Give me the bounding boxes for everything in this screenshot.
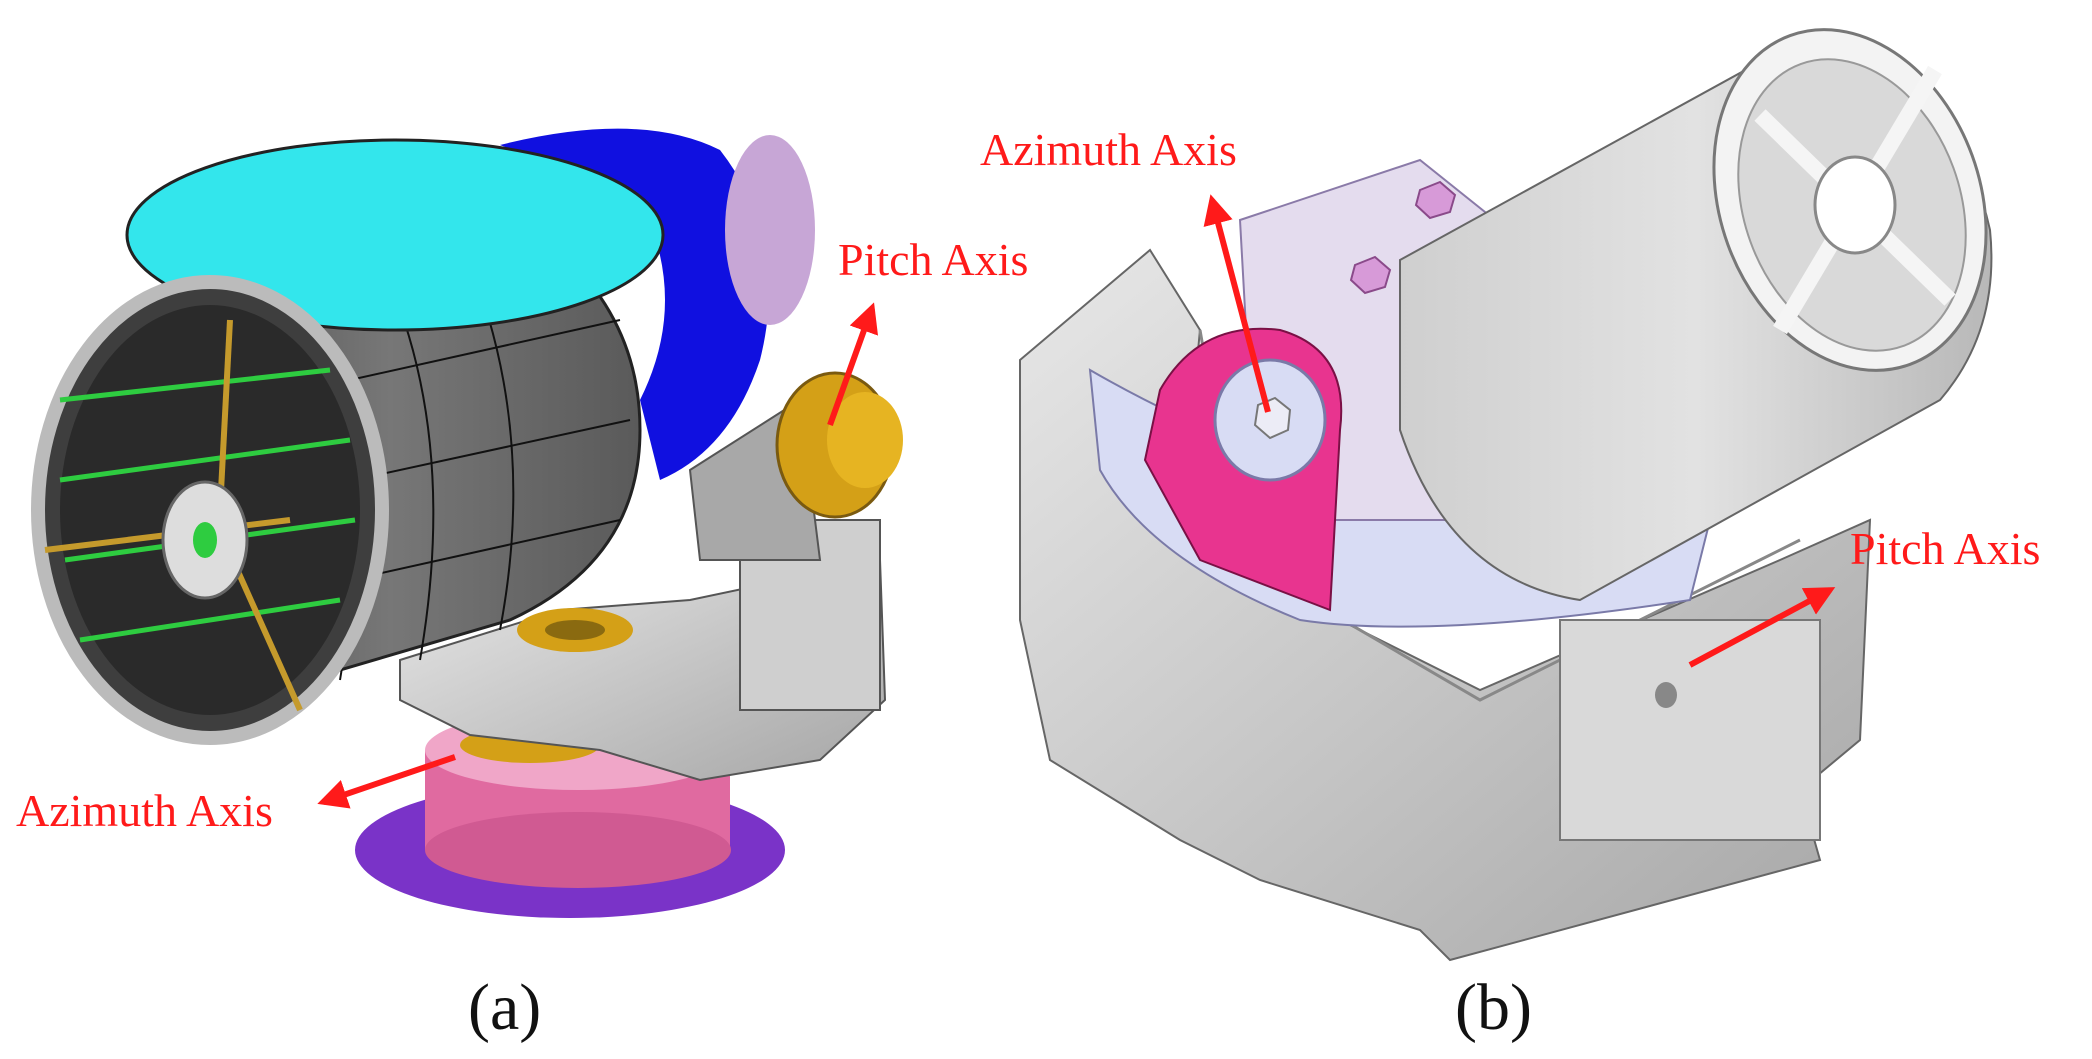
pitch-axis-cap xyxy=(827,392,903,488)
panel-a-caption: (a) xyxy=(468,971,542,1044)
panel-b-caption: (b) xyxy=(1455,971,1532,1044)
panel-b-model xyxy=(1019,28,1993,962)
pitch-axis-hole xyxy=(1655,682,1677,708)
pitch-axis-label-b: Pitch Axis xyxy=(1850,523,2041,574)
blue-ring xyxy=(500,128,769,480)
azimuth-axis-arrow-b xyxy=(1203,194,1271,413)
cylinder-hub xyxy=(1813,155,1897,255)
mirror-cover xyxy=(125,138,665,332)
pitch-axis-label-a: Pitch Axis xyxy=(838,234,1029,285)
azimuth-axis-label-a: Azimuth Axis xyxy=(16,785,273,836)
panel-a-model xyxy=(31,128,903,918)
pitch-axis-arrow-a xyxy=(827,302,879,427)
azimuth-axis-arrow-a xyxy=(317,754,456,809)
pitch-axis-arrow-b xyxy=(1688,587,1836,668)
azimuth-axis-label-b: Azimuth Axis xyxy=(980,124,1237,175)
azimuth-bolt xyxy=(1253,396,1292,440)
